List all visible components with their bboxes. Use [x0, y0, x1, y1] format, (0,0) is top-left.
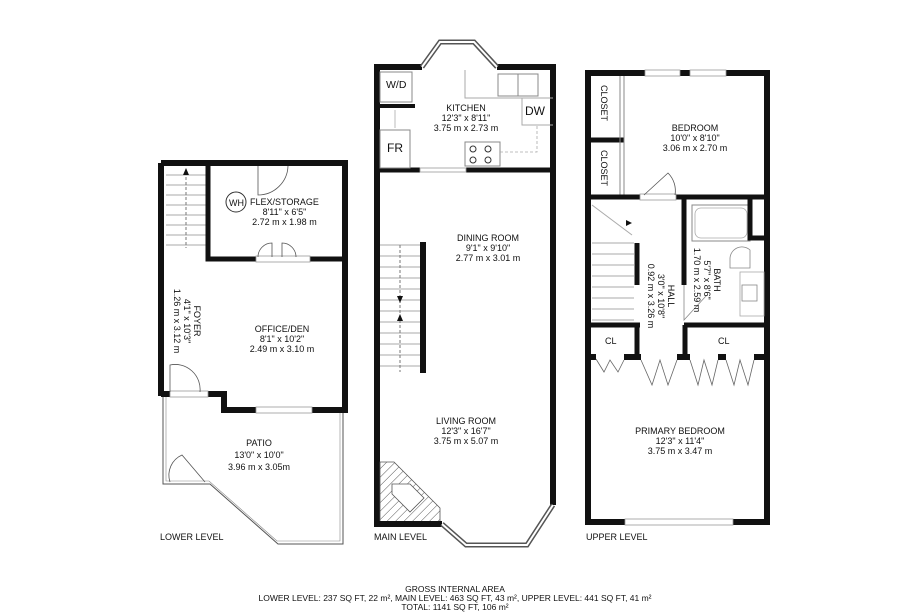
room-metric: 1.26 m x 3.12 m [172, 288, 182, 354]
room-metric: 2.49 m x 3.10 m [249, 344, 315, 354]
room-label-dining-room: DINING ROOM 9'1" x 9'10" 2.77 m x 3.01 m [443, 233, 533, 263]
upper-level-plan [585, 69, 770, 526]
room-imperial: 13'0" x 10'0" [234, 450, 284, 460]
room-imperial: 4'1" x 10'3" [182, 298, 192, 344]
room-metric: 0.92 m x 3.26 m [646, 263, 656, 329]
room-imperial: 8'1" x 10'2" [259, 334, 305, 344]
room-metric: 2.77 m x 3.01 m [455, 253, 521, 263]
footer-summary: LOWER LEVEL: 237 SQ FT, 22 m², MAIN LEVE… [258, 593, 652, 603]
room-label-bedroom: BEDROOM 10'0" x 8'10" 3.06 m x 2.70 m [650, 123, 740, 153]
room-label-foyer: FOYER 4'1" x 10'3" 1.26 m x 3.12 m [172, 281, 202, 361]
room-metric: 2.72 m x 1.98 m [252, 217, 317, 227]
room-metric: 3.75 m x 2.73 m [433, 123, 499, 133]
room-metric: 3.75 m x 5.07 m [433, 436, 499, 446]
room-label-hall: HALL 3'0" x 10'8" 0.92 m x 3.26 m [646, 256, 676, 336]
closet-label-4: CL [718, 336, 730, 346]
room-label-flex-storage: WH FLEX/STORAGE 8'11" x 6'5" 2.72 m x 1.… [226, 197, 319, 227]
room-imperial: 12'3" x 11'4" [655, 436, 705, 446]
room-name: PRIMARY BEDROOM [635, 426, 725, 436]
closet-label-1: CLOSET [599, 84, 609, 121]
room-name: FOYER [192, 305, 202, 337]
room-imperial: 10'0" x 8'10" [670, 133, 720, 143]
footer-total: TOTAL: 1141 SQ FT, 106 m² [401, 602, 509, 612]
footer-title: GROSS INTERNAL AREA [405, 584, 505, 594]
room-label-primary-bedroom: PRIMARY BEDROOM 12'3" x 11'4" 3.75 m x 3… [630, 426, 730, 456]
upper-level-label: UPPER LEVEL [586, 532, 648, 542]
room-metric: 1.70 m x 2.59 m [692, 247, 702, 313]
stairs-lower [166, 172, 206, 248]
room-metric: 3.96 m x 3.05m [227, 462, 291, 472]
room-name: LIVING ROOM [435, 416, 496, 426]
room-name: DINING ROOM [457, 233, 519, 243]
stairs-main [380, 244, 420, 372]
washer-dryer-label: W/D [386, 79, 407, 91]
main-level-label: MAIN LEVEL [374, 532, 428, 542]
room-label-patio: PATIO 13'0" x 10'0" 3.96 m x 3.05m [214, 437, 304, 473]
room-name: FLEX/STORAGE [250, 197, 319, 207]
room-imperial: 8'11" x 6'5" [262, 207, 307, 217]
main-level-plan [374, 39, 556, 548]
room-name: KITCHEN [446, 103, 486, 113]
water-heater-label: WH [229, 198, 244, 208]
fridge-label: FR [387, 141, 403, 155]
room-name: HALL [666, 284, 676, 308]
dishwasher-label: DW [525, 104, 545, 118]
room-imperial: 9'1" x 9'10" [465, 243, 511, 253]
room-metric: 3.06 m x 2.70 m [662, 143, 728, 153]
room-imperial: 12'3" x 16'7" [441, 426, 491, 436]
room-imperial: 5'7" x 8'6" [702, 260, 712, 300]
room-name: BEDROOM [671, 123, 719, 133]
room-imperial: 12'3" x 8'11" [441, 113, 491, 123]
room-name: PATIO [246, 438, 272, 448]
room-label-office-den: OFFICE/DEN 8'1" x 10'2" 2.49 m x 3.10 m [237, 324, 327, 354]
room-label-living-room: LIVING ROOM 12'3" x 16'7" 3.75 m x 5.07 … [421, 416, 511, 446]
room-label-kitchen: KITCHEN 12'3" x 8'11" 3.75 m x 2.73 m [421, 103, 511, 133]
room-name: BATH [712, 268, 722, 292]
room-metric: 3.75 m x 3.47 m [647, 446, 713, 456]
closet-label-3: CL [605, 336, 617, 346]
lower-level-label: LOWER LEVEL [160, 532, 224, 542]
lower-level-plan [158, 160, 348, 545]
room-imperial: 3'0" x 10'8" [656, 273, 666, 319]
stairs-upper [591, 204, 634, 321]
room-label-bath: BATH 5'7" x 8'6" 1.70 m x 2.59 m [692, 240, 722, 320]
closet-label-2: CLOSET [599, 149, 609, 186]
room-name: OFFICE/DEN [254, 324, 310, 334]
